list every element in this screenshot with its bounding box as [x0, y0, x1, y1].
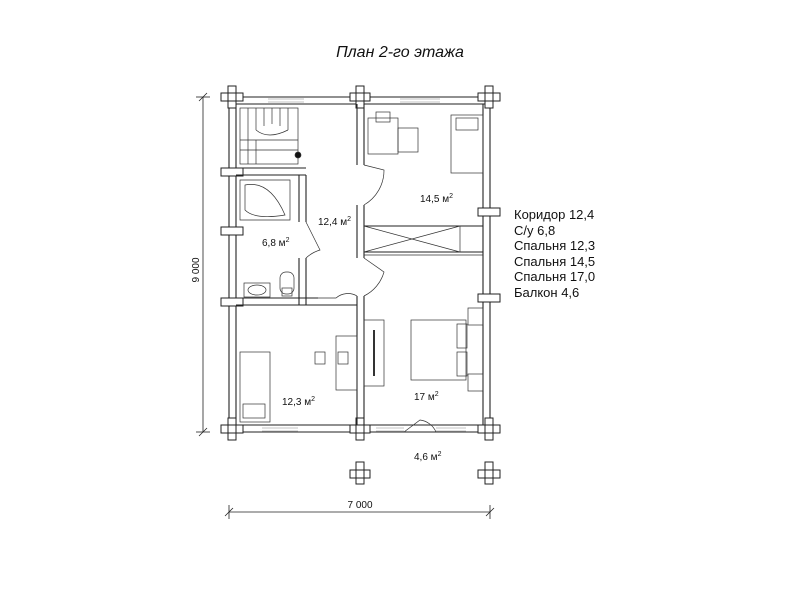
interior-walls	[236, 104, 483, 425]
legend-item: Балкон 4,6	[514, 284, 580, 300]
bedroom-ne-furniture	[367, 111, 484, 174]
bedroom-se-furniture	[314, 307, 484, 392]
legend-item: Коридор 12,4	[514, 207, 595, 222]
dimension-width: 7 000	[224, 500, 495, 519]
dimension-height: 9 000	[191, 92, 210, 437]
room-label-bathroom: 6,8 м2	[262, 237, 290, 249]
log-corners	[220, 85, 501, 485]
room-label-balcony: 4,6 м2	[414, 451, 442, 463]
room-labels: 12,4 м2 6,8 м2 14,5 м2 12,3 м2 17 м2 4,6…	[262, 193, 453, 463]
height-label: 9 000	[191, 257, 202, 282]
legend-item: С/у 6,8	[514, 222, 556, 238]
doors	[305, 164, 437, 433]
staircase	[239, 107, 302, 165]
legend-item: Спальня 17,0	[514, 269, 596, 285]
legend-item: Спальня 14,5	[514, 253, 596, 269]
room-label-bedroom-se: 17 м2	[414, 391, 439, 403]
plan-title: План 2-го этажа	[336, 44, 464, 61]
room-label-bedroom-ne: 14,5 м2	[420, 193, 453, 205]
area-legend: Коридор 12,4 С/у 6,8 Спальня 12,3 Спальн…	[514, 207, 595, 301]
bedroom-sw-furniture	[239, 351, 271, 423]
room-label-corridor: 12,4 м2	[318, 216, 351, 228]
room-label-bedroom-sw: 12,3 м2	[282, 396, 315, 408]
width-label: 7 000	[347, 500, 372, 511]
legend-item: Спальня 12,3	[514, 238, 596, 254]
bathroom-fixtures	[239, 179, 295, 298]
windows	[262, 98, 466, 432]
